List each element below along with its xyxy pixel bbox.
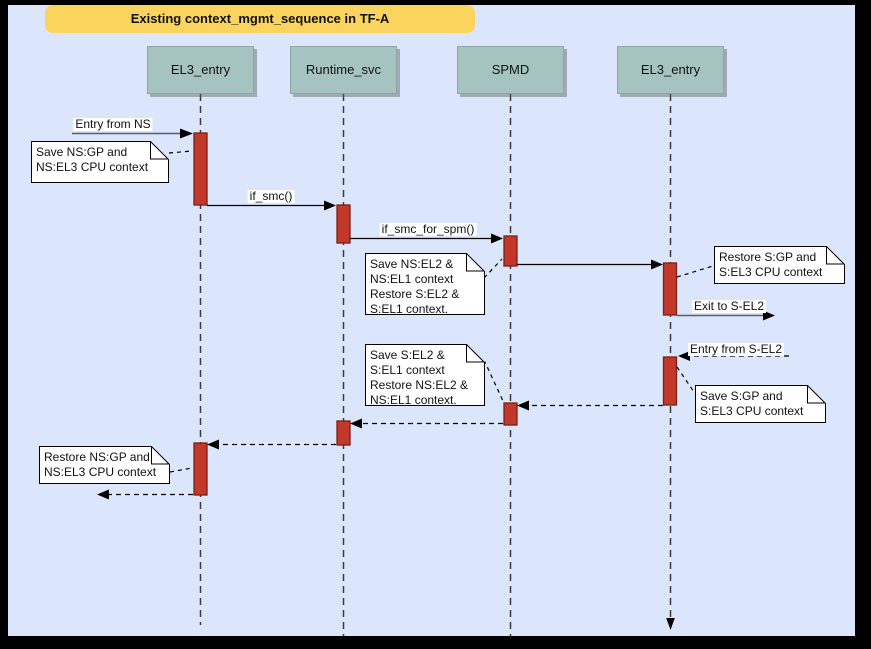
lifeline-head-el3-entry-left: EL3_entry (147, 46, 254, 94)
note-line: Save S:GP and (700, 389, 783, 403)
message-label-exit-to-s-el2: Exit to S-EL2 (691, 299, 767, 313)
message-label-entry-from-s-el2: Entry from S-EL2 (687, 342, 785, 356)
arrowhead-entry-from-s-el2 (678, 351, 690, 361)
message-if-smc-arrow (207, 200, 336, 211)
activation-bar-runtime-1 (336, 204, 351, 244)
note-save-ns-gp: Save NS:GP and NS:EL3 CPU context (31, 141, 169, 183)
note-line: Save S:EL2 & (370, 348, 445, 362)
lifeline-line-el3-entry-right (666, 94, 675, 630)
note-line: Save NS:GP and (36, 145, 128, 159)
note-line: S:EL3 CPU context (719, 265, 823, 279)
message-label-entry-from-ns: Entry from NS (73, 117, 153, 131)
note-connector-2 (483, 258, 503, 279)
note-line: Restore NS:EL2 & (370, 378, 469, 392)
note-line: NS:EL3 CPU context (36, 160, 149, 174)
note-line: Restore NS:GP and (44, 450, 150, 464)
note-line: NS:EL3 CPU context (44, 465, 157, 479)
note-line: NS:EL1 context (370, 272, 454, 286)
message-spmd-to-el3-arrow (517, 259, 663, 270)
note-line: S:EL1 context (370, 363, 445, 377)
activation-bar-el3-right-2 (662, 356, 678, 406)
note-line: S:EL1 context. (370, 302, 449, 316)
lifeline-label: EL3_entry (640, 62, 701, 77)
activation-bar-spmd-1 (503, 235, 518, 267)
note-save-ns-el2: Save NS:EL2 & NS:EL1 context Restore S:E… (365, 253, 485, 316)
note-fold-icon (150, 141, 169, 160)
note-line: Save NS:EL2 & (370, 257, 454, 271)
arrowhead-el3-to-spmd (517, 400, 529, 411)
lifeline-end-arrowhead (666, 618, 675, 630)
activation-bar-el3-right-1 (662, 262, 678, 316)
activation-bar-spmd-2 (503, 402, 518, 426)
note-restore-ns-gp: Restore NS:GP and NS:EL3 CPU context (39, 446, 170, 484)
diagram-canvas (8, 5, 855, 636)
note-connector-1 (168, 150, 193, 154)
diagram-title: Existing context_mgmt_sequence in TF-A (45, 5, 475, 33)
note-line: Restore S:EL2 & (370, 287, 460, 301)
note-connector-5 (483, 359, 504, 402)
message-entry-from-ns-arrow (72, 128, 193, 139)
note-connector-4 (676, 366, 695, 393)
message-if-smc-for-spm-arrow (350, 233, 503, 244)
message-label-if-smc: if_smc() (247, 189, 295, 203)
note-connector-6 (169, 467, 193, 473)
note-fold-icon (826, 246, 845, 265)
note-fold-icon (466, 253, 485, 272)
note-fold-icon (466, 344, 485, 363)
lifeline-label: SPMD (491, 62, 530, 77)
note-connector-3 (676, 265, 714, 278)
note-fold-icon (151, 446, 170, 465)
note-line: NS:EL1 context. (370, 393, 457, 407)
lifeline-head-runtime-svc: Runtime_svc (290, 46, 397, 94)
note-save-s-el2: Save S:EL2 & S:EL1 context Restore NS:EL… (365, 344, 485, 407)
note-restore-s-gp: Restore S:GP and S:EL3 CPU context (714, 246, 845, 284)
activation-bar-el3-left-1 (193, 132, 208, 206)
lifeline-label: EL3_entry (170, 62, 231, 77)
activation-bar-runtime-2 (336, 420, 351, 446)
activation-bar-el3-left-2 (193, 442, 208, 496)
note-save-s-gp: Save S:GP and S:EL3 CPU context (695, 385, 826, 423)
lifeline-head-el3-entry-right: EL3_entry (617, 46, 724, 94)
arrowhead-el3-exit-left (97, 489, 109, 500)
note-fold-icon (807, 385, 826, 404)
message-exit-to-s-el2-arrow (677, 310, 775, 321)
note-line: S:EL3 CPU context (700, 404, 804, 418)
note-line: Restore S:GP and (719, 250, 817, 264)
arrowhead-runtime-to-el3 (207, 439, 219, 450)
lifeline-label: Runtime_svc (305, 62, 382, 77)
arrowhead-spmd-to-runtime (350, 418, 362, 429)
lifeline-head-spmd: SPMD (457, 46, 564, 94)
message-label-if-smc-for-spm: if_smc_for_spm() (379, 222, 477, 236)
